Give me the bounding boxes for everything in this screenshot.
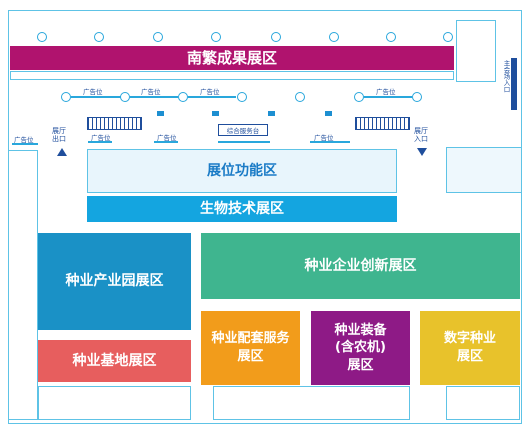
ad-bar <box>154 141 178 143</box>
main-entrance-bar <box>511 58 517 110</box>
entrance-arrow-icon[interactable] <box>417 148 427 156</box>
column-marker <box>268 111 275 116</box>
equipment-zone-label: 种业装备 (含农机) 展区 <box>334 322 387 373</box>
hall-entrance-label: 展厅 入口 <box>414 127 428 144</box>
pillar-icon <box>61 92 71 102</box>
pillar-icon <box>37 32 47 42</box>
ad-bar <box>12 143 38 145</box>
ad-spot-label: 广告位 <box>141 88 161 96</box>
right-side-box <box>446 147 522 193</box>
seating-block <box>87 117 142 130</box>
enterprise-innovation-label: 种业企业创新展区 <box>304 257 417 274</box>
seating-block <box>355 117 410 130</box>
biotech-zone-label: 生物技术展区 <box>200 200 284 217</box>
industrial-park-label: 种业产业园展区 <box>65 273 164 290</box>
pillar-icon <box>237 92 247 102</box>
industrial-park-zone[interactable]: 种业产业园展区 <box>38 233 191 330</box>
ad-bar <box>88 141 112 143</box>
pillar-icon <box>295 92 305 102</box>
booth-function-zone[interactable]: 展位功能区 <box>87 149 397 193</box>
exit-arrow-icon <box>57 148 67 156</box>
left-corridor <box>8 150 38 420</box>
ad-spot-label: 广告位 <box>314 134 334 142</box>
ad-bar <box>188 96 236 98</box>
pillar-icon <box>443 32 453 42</box>
pillar-icon <box>94 32 104 42</box>
top-pillar-row <box>0 0 530 45</box>
digital-zone-label: 数字种业 展区 <box>443 331 496 364</box>
pillar-icon <box>153 32 163 42</box>
bottom-center-box <box>213 386 410 420</box>
ad-spot-label: 广告位 <box>376 88 396 96</box>
main-entrance-label: 主会场入口 <box>502 60 510 93</box>
pillar-icon <box>178 92 188 102</box>
service-desk-label: 综合服务台 <box>226 127 260 135</box>
services-zone-label: 种业配套服务 展区 <box>211 331 290 364</box>
pillar-icon <box>271 32 281 42</box>
biotech-zone[interactable]: 生物技术展区 <box>87 196 397 222</box>
ad-spot-label: 广告位 <box>157 134 177 142</box>
pillar-icon <box>386 32 396 42</box>
nanfan-zone[interactable]: 南繁成果展区 <box>10 46 454 70</box>
column-marker <box>212 111 219 116</box>
enterprise-innovation-zone[interactable]: 种业企业创新展区 <box>201 233 520 299</box>
equipment-zone[interactable]: 种业装备 (含农机) 展区 <box>311 311 410 385</box>
pillar-icon <box>354 92 364 102</box>
pillar-icon <box>211 32 221 42</box>
nanfan-zone-label: 南繁成果展区 <box>186 48 277 67</box>
annex-box <box>456 20 496 82</box>
digital-zone[interactable]: 数字种业 展区 <box>420 311 520 385</box>
pillar-icon <box>120 92 130 102</box>
bottom-right-box <box>446 386 520 420</box>
ad-bar <box>364 96 412 98</box>
column-marker <box>325 111 332 116</box>
ad-spot-label: 广告位 <box>14 136 34 144</box>
ad-spot-label: 广告位 <box>91 134 111 142</box>
base-zone-label: 种业基地展区 <box>72 352 157 369</box>
nanfan-zone-underline <box>10 71 454 80</box>
ad-bar <box>218 141 270 143</box>
ad-bar <box>130 96 178 98</box>
base-zone[interactable]: 种业基地展区 <box>38 340 191 382</box>
ad-bar <box>71 96 121 98</box>
ad-spot-label: 广告位 <box>200 88 220 96</box>
pillar-icon <box>329 32 339 42</box>
service-desk[interactable]: 综合服务台 <box>218 124 268 136</box>
ad-spot-label: 广告位 <box>83 88 103 96</box>
column-marker <box>157 111 164 116</box>
services-zone[interactable]: 种业配套服务 展区 <box>201 311 300 385</box>
bottom-left-box <box>38 386 191 420</box>
hall-exit-label: 展厅 出口 <box>52 127 66 144</box>
booth-function-label: 展位功能区 <box>207 162 277 179</box>
pillar-icon <box>412 92 422 102</box>
ad-bar <box>310 141 350 143</box>
